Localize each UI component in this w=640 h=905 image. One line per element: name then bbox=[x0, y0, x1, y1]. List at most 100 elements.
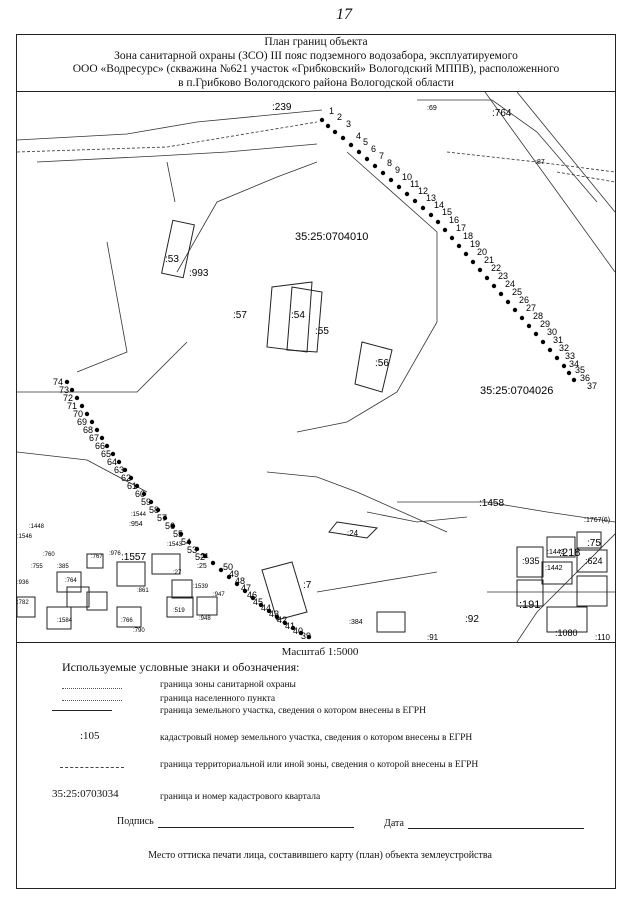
svg-text:26: 26 bbox=[519, 295, 529, 305]
svg-text:21: 21 bbox=[484, 255, 494, 265]
parcel-label: :57 bbox=[233, 310, 247, 321]
parcel-label: :993 bbox=[189, 268, 209, 279]
svg-text:40: 40 bbox=[293, 626, 303, 636]
parcel-label: :55 bbox=[315, 326, 329, 337]
svg-text:13: 13 bbox=[426, 193, 436, 203]
svg-text:25: 25 bbox=[512, 287, 522, 297]
parcel-label: :947 bbox=[213, 592, 225, 598]
parcel-label: :54 bbox=[291, 310, 305, 321]
page-number: 17 bbox=[336, 6, 352, 23]
svg-text:53: 53 bbox=[187, 545, 197, 555]
svg-text:64: 64 bbox=[107, 457, 117, 467]
svg-text:54: 54 bbox=[181, 537, 191, 547]
svg-text:45: 45 bbox=[253, 597, 263, 607]
legend-item: граница и номер кадастрового квартала bbox=[160, 792, 321, 802]
svg-text:24: 24 bbox=[505, 279, 515, 289]
legend-item: граница территориальной или иной зоны, с… bbox=[160, 760, 479, 770]
parcel-label: :27 bbox=[173, 570, 182, 576]
parcel-label: :1448 bbox=[29, 524, 45, 530]
parcel-label: :385 bbox=[57, 564, 69, 570]
svg-text:2: 2 bbox=[337, 112, 342, 122]
legend-item: граница населенного пункта bbox=[160, 694, 276, 704]
parcel-label: :624 bbox=[585, 556, 603, 566]
svg-text:18: 18 bbox=[463, 231, 473, 241]
parcel-label: :191 bbox=[519, 599, 540, 611]
legend-symbol-settlement bbox=[62, 700, 122, 701]
svg-text:29: 29 bbox=[540, 319, 550, 329]
parcel-label: :69 bbox=[427, 105, 437, 112]
signature-line bbox=[158, 827, 354, 828]
svg-text:19: 19 bbox=[470, 239, 480, 249]
svg-text:50: 50 bbox=[223, 562, 233, 572]
svg-text:3: 3 bbox=[346, 119, 351, 129]
parcel-label: :1442 bbox=[545, 565, 563, 572]
svg-text:67: 67 bbox=[89, 433, 99, 443]
svg-text:8: 8 bbox=[387, 158, 392, 168]
parcel-label: :239 bbox=[272, 102, 292, 113]
svg-text:60: 60 bbox=[135, 489, 145, 499]
parcel-label: :782 bbox=[17, 600, 29, 606]
parcel-label: :24 bbox=[347, 529, 359, 538]
svg-text:70: 70 bbox=[73, 409, 83, 419]
parcel-label: :91 bbox=[427, 633, 439, 642]
parcel-label: :1544 bbox=[131, 512, 147, 518]
parcel-label: :760 bbox=[43, 552, 55, 558]
parcel-label: :56 bbox=[375, 358, 389, 369]
legend-item: граница земельного участка, сведения о к… bbox=[160, 706, 426, 716]
svg-text:7: 7 bbox=[379, 151, 384, 161]
svg-text:30: 30 bbox=[547, 327, 557, 337]
svg-text:20: 20 bbox=[477, 247, 487, 257]
title-line: в п.Грибково Вологодского района Вологод… bbox=[178, 76, 454, 89]
parcel-label: :51 bbox=[199, 553, 209, 560]
svg-text:46: 46 bbox=[247, 590, 257, 600]
parcel-label: :948 bbox=[199, 616, 211, 622]
svg-text:34: 34 bbox=[569, 359, 579, 369]
svg-text:39: 39 bbox=[301, 631, 311, 641]
parcel-label: :218 bbox=[559, 547, 580, 559]
parcel-label: :767 bbox=[91, 554, 103, 560]
svg-text:74: 74 bbox=[53, 377, 63, 387]
parcel-label: :764 bbox=[492, 108, 512, 119]
svg-text:41: 41 bbox=[285, 621, 295, 631]
svg-text:61: 61 bbox=[127, 481, 137, 491]
parcel-label: :519 bbox=[173, 608, 185, 614]
svg-text:17: 17 bbox=[456, 223, 466, 233]
parcel-label: :384 bbox=[349, 619, 363, 626]
quarter-label: 35:25:0704026 bbox=[480, 385, 553, 397]
legend-symbol-quarter: 35:25:0703034 bbox=[52, 788, 119, 800]
parcel-label: :1543 bbox=[167, 542, 183, 548]
parcel-label: :92 bbox=[465, 614, 479, 625]
svg-text:44: 44 bbox=[261, 603, 271, 613]
document-title: План границ объекта Зона санитарной охра… bbox=[16, 36, 616, 90]
svg-text:65: 65 bbox=[101, 449, 111, 459]
stamp-placeholder: Место оттиска печати лица, составившего … bbox=[148, 850, 492, 861]
parcel-label: :1546 bbox=[17, 534, 33, 540]
legend-symbol-parcel-number: :105 bbox=[80, 730, 100, 742]
svg-text:57: 57 bbox=[157, 513, 167, 523]
title-line: План границ объекта bbox=[264, 36, 368, 48]
svg-text:55: 55 bbox=[173, 529, 183, 539]
document-frame bbox=[16, 34, 616, 889]
svg-text:10: 10 bbox=[402, 172, 412, 182]
svg-text:9: 9 bbox=[395, 165, 400, 175]
parcel-label: :861 bbox=[137, 588, 149, 594]
svg-text:59: 59 bbox=[141, 497, 151, 507]
parcel-label: :1080 bbox=[555, 628, 578, 638]
svg-text:49: 49 bbox=[229, 569, 239, 579]
parcel-label: :954 bbox=[129, 521, 143, 528]
parcel-label: :976 bbox=[109, 551, 121, 557]
svg-text:73: 73 bbox=[59, 385, 69, 395]
svg-text:33: 33 bbox=[565, 351, 575, 361]
svg-text:47: 47 bbox=[241, 583, 251, 593]
title-line: Зона санитарной охраны (ЗСО) III пояс по… bbox=[114, 49, 518, 62]
parcel-label: :1767(6) bbox=[584, 517, 610, 524]
svg-text:37: 37 bbox=[587, 381, 597, 391]
legend-title: Используемые условные знаки и обозначени… bbox=[62, 660, 300, 674]
parcel-label: :935 bbox=[522, 556, 540, 566]
map-scale: Масштаб 1:5000 bbox=[281, 646, 359, 658]
svg-text:16: 16 bbox=[449, 215, 459, 225]
quarter-label: 35:25:0704010 bbox=[295, 231, 368, 243]
svg-text:43: 43 bbox=[269, 609, 279, 619]
parcel-label: :87 bbox=[535, 159, 545, 166]
